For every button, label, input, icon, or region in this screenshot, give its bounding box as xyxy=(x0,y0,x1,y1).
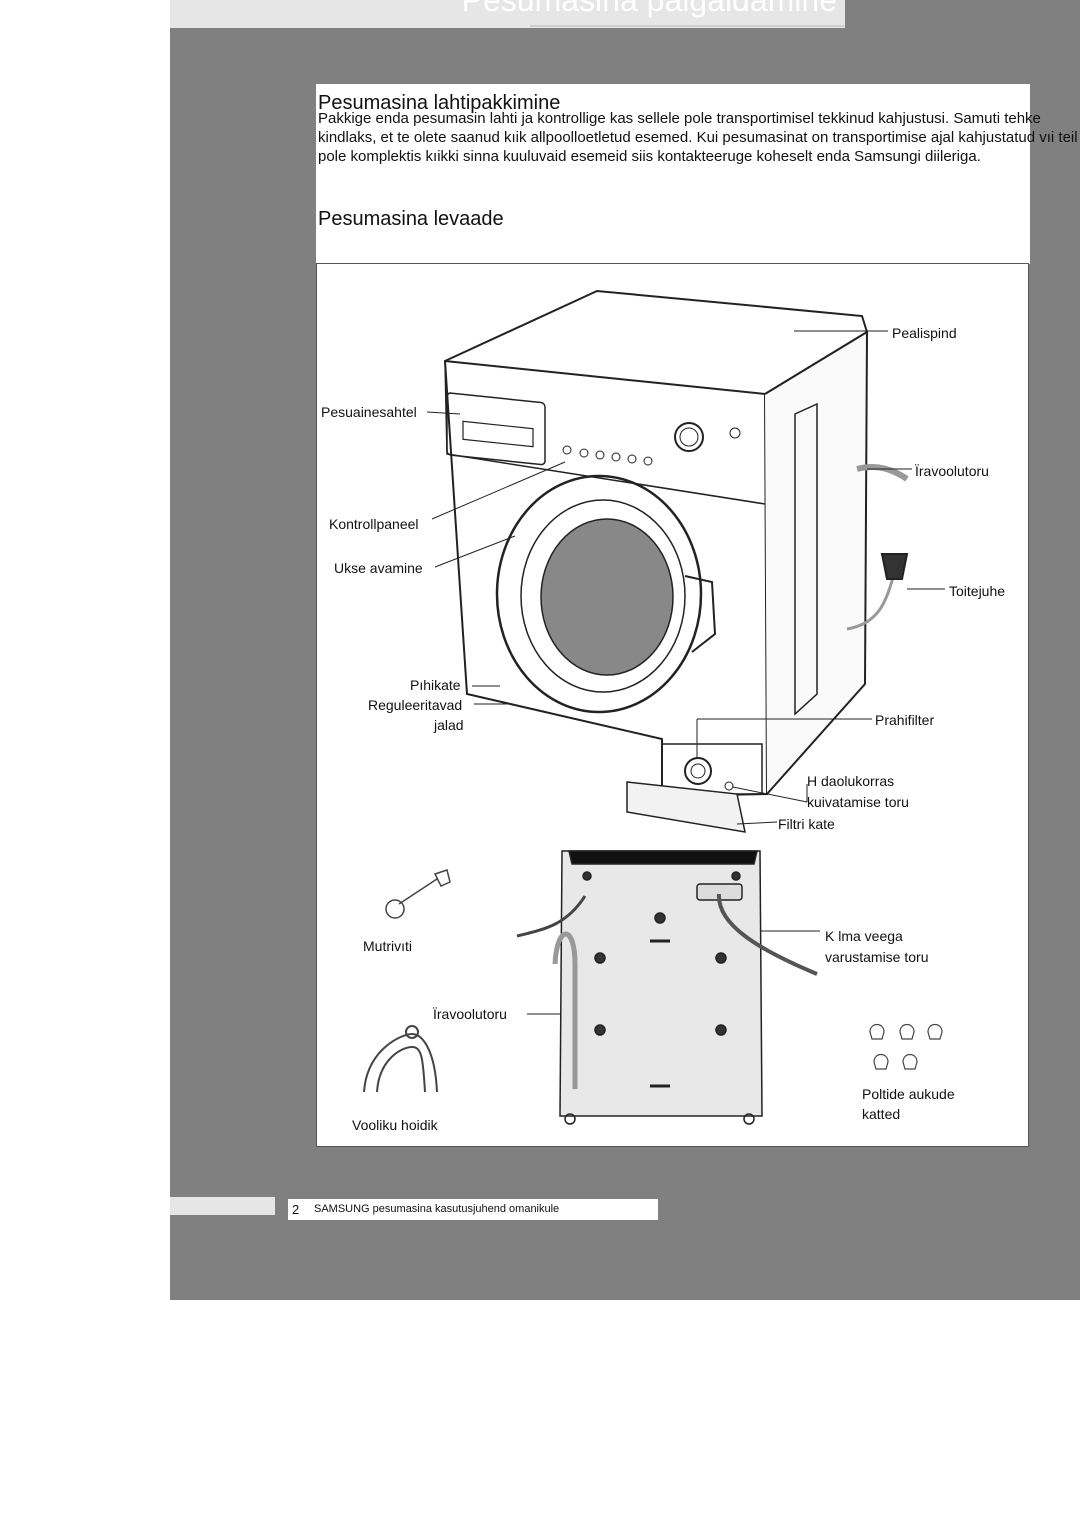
footer-left-bar xyxy=(170,1197,275,1215)
section-body-unpacking: Pakkige enda pesumasin lahti ja kontroll… xyxy=(318,110,1078,165)
page-title: Pesumasina paigaldamine xyxy=(461,0,837,18)
label-vooliku-hoidik: Vooliku hoidik xyxy=(352,1117,438,1133)
header-underline xyxy=(530,25,845,27)
label-mutrivoti: Mutrivıti xyxy=(363,938,412,954)
bolt-caps-icon xyxy=(869,1023,943,1070)
label-pohikate: Pıhikate xyxy=(410,677,461,693)
label-poltide-aukude: Poltide aukude xyxy=(862,1086,955,1102)
header-bar: Pesumasina paigaldamine xyxy=(170,0,845,28)
label-jalad: jalad xyxy=(434,717,464,733)
label-travoolutoru-bottom: Ïravoolutoru xyxy=(433,1006,507,1022)
washer-illustration xyxy=(363,289,945,1125)
washer-diagram: Pealispind Pesuainesahtel Ïravoolutoru K… xyxy=(316,263,1029,1147)
label-prahifilter: Prahifilter xyxy=(875,712,935,728)
wrench-icon xyxy=(385,869,451,919)
label-travoolutoru-top: Ïravoolutoru xyxy=(915,463,989,479)
footer: 2 SAMSUNG pesumasina kasutusjuhend omani… xyxy=(288,1199,658,1220)
page-number: 2 xyxy=(292,1202,300,1217)
label-kontrollpaneel: Kontrollpaneel xyxy=(329,516,419,532)
leader-lines xyxy=(426,330,945,1015)
label-kulma-veega: K lma veega xyxy=(825,928,903,944)
label-varustamise-toru: varustamise toru xyxy=(825,949,929,965)
footer-text: SAMSUNG pesumasina kasutusjuhend omaniku… xyxy=(314,1203,560,1215)
label-ukse-avamine: Ukse avamine xyxy=(334,560,423,576)
label-kuivatamise-toru: kuivatamise toru xyxy=(807,794,909,810)
label-toitejuhe: Toitejuhe xyxy=(949,583,1006,599)
label-katted: katted xyxy=(862,1106,901,1122)
label-filtri-kate: Filtri kate xyxy=(778,816,835,832)
hose-holder-icon xyxy=(363,1025,438,1093)
intro-text-box: Pesumasina lahtipakkimine Pakkige enda p… xyxy=(316,84,1078,264)
label-pesuainesahtel: Pesuainesahtel xyxy=(321,404,417,420)
label-hadaolukorras: H daolukorras xyxy=(807,773,895,789)
section-title-unpacking: Pesumasina lahtipakkimine xyxy=(318,92,561,114)
washer-front-view xyxy=(443,289,909,833)
label-pealispind: Pealispind xyxy=(892,325,957,341)
section-title-overview: Pesumasina levaade xyxy=(318,208,504,230)
washer-back-view xyxy=(516,850,818,1125)
label-reguleeritavad: Reguleeritavad xyxy=(368,697,463,713)
